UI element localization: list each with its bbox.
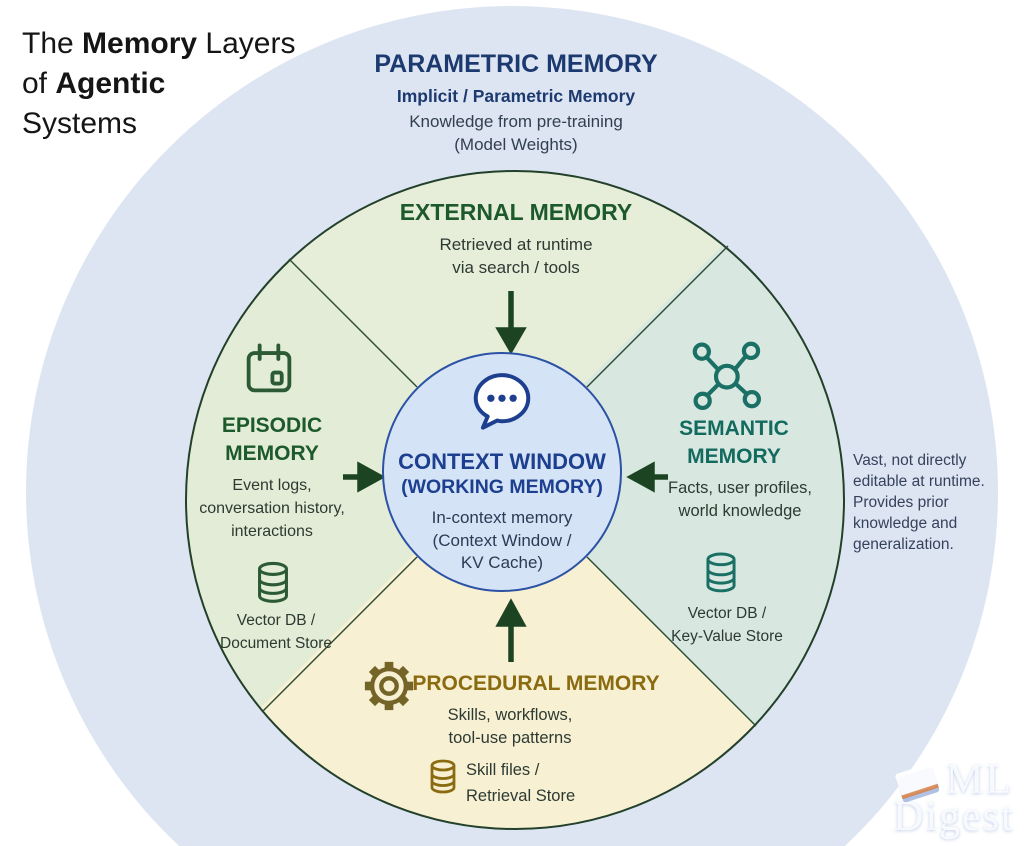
chat-bubble-icon [473,373,531,430]
episodic-memory-title: EPISODIC MEMORY [162,412,382,468]
watermark-digest: Digest [893,794,1015,840]
desc-line: interactions [231,523,313,540]
store-line: Vector DB / [236,612,316,629]
desc-line: KV Cache) [460,553,544,572]
note-line: editable at runtime. [853,473,985,490]
parametric-memory-title: PARAMETRIC MEMORY [374,50,658,78]
book-icon [895,763,940,803]
note-line: Provides prior [853,494,949,511]
procedural-memory-store-label: Skill files / Retrieval Store [466,757,636,809]
desc-line: conversation history, [199,500,345,517]
title-line: MEMORY [225,442,319,465]
page-title: The Memory Layers of Agentic Systems [22,24,342,144]
store-line: Key-Value Store [671,628,783,645]
arrow-episodic-to-center [343,461,386,493]
context-window-title: CONTEXT WINDOW [398,449,606,474]
title-segment: Layers [197,27,296,60]
database-icon [258,561,288,603]
title-segment: The [22,27,83,60]
parametric-memory-note: Vast, not directly editable at runtime. … [853,450,1013,555]
network-graph-icon [692,341,761,410]
external-memory-title: EXTERNAL MEMORY [399,199,633,225]
database-icon [706,552,736,593]
desc-line: via search / tools [452,258,580,277]
note-line: Vast, not directly [853,452,967,469]
desc-line: (Model Weights) [454,135,578,154]
store-line: Retrieval Store [466,787,576,805]
external-memory-description: Retrieved at runtime via search / tools [316,233,716,279]
context-window-subtitle: (WORKING MEMORY) [401,476,603,498]
context-window-description: In-context memory (Context Window / KV C… [392,507,612,575]
title-line: MEMORY [687,445,781,468]
arrow-semantic-to-center [626,461,668,493]
desc-line: Facts, user profiles, [668,479,812,497]
arrow-procedural-to-center [495,598,527,662]
store-line: Document Store [220,635,332,652]
desc-line: (Context Window / [432,530,572,550]
note-line: generalization. [853,536,954,553]
watermark-ml: ML [946,757,1013,803]
semantic-memory-store-label: Vector DB / Key-Value Store [627,602,827,648]
gear-icon [364,661,414,711]
desc-line: Knowledge from pre-training [409,112,623,131]
procedural-memory-description: Skills, workflows, tool-use patterns [390,704,630,750]
parametric-memory-subtitle: Implicit / Parametric Memory [396,86,636,106]
title-line: EPISODIC [221,414,323,437]
title-segment-bold: Agentic [55,67,166,100]
note-line: knowledge and [853,515,958,532]
desc-line: Retrieved at runtime [439,235,593,254]
calendar-icon [246,343,292,393]
quadrant-divider-lines [261,245,757,727]
desc-line: Skills, workflows, [447,706,573,724]
parametric-memory-description: Knowledge from pre-training (Model Weigh… [316,110,716,156]
title-line: SEMANTIC [679,417,789,440]
procedural-memory-title: PROCEDURAL MEMORY [412,672,660,695]
title-segment: of [22,67,56,100]
title-segment: Systems [22,107,138,140]
desc-line: tool-use patterns [448,729,572,747]
desc-line: In-context memory [431,508,573,527]
semantic-memory-title: SEMANTIC MEMORY [624,415,844,471]
arrow-external-to-center [495,291,527,355]
store-line: Skill files / [466,761,540,779]
desc-line: world knowledge [678,502,802,520]
title-segment-bold: Memory [82,27,198,60]
semantic-memory-description: Facts, user profiles, world knowledge [620,477,860,523]
desc-line: Event logs, [232,477,312,494]
episodic-memory-store-label: Vector DB / Document Store [176,609,376,655]
episodic-memory-description: Event logs, conversation history, intera… [152,474,392,543]
database-icon [430,759,456,794]
store-line: Vector DB / [687,605,767,622]
